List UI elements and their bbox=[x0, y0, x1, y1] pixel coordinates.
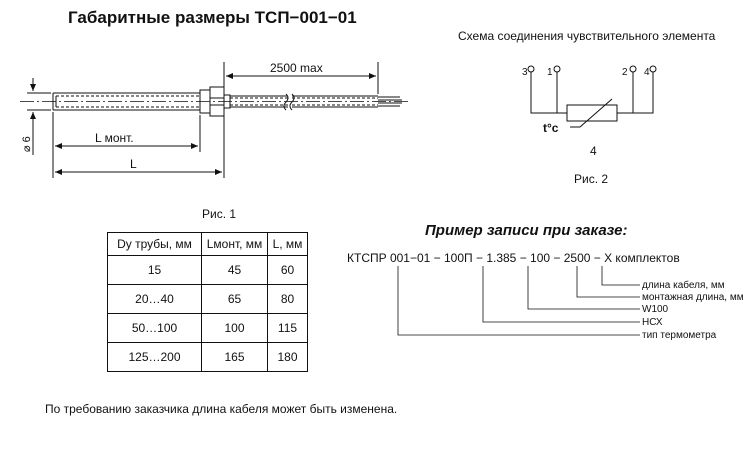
sensor-drawing bbox=[20, 62, 410, 178]
table-row: 15 45 60 bbox=[107, 255, 308, 285]
footer-note: По требованию заказчика длина кабеля мож… bbox=[45, 402, 398, 416]
dim-l-label: L bbox=[130, 157, 137, 171]
table-cell: 125…200 bbox=[107, 342, 202, 372]
document-title: Габаритные размеры ТСП−001−01 bbox=[68, 8, 357, 27]
table-cell: 15 bbox=[107, 255, 202, 285]
table-cell: 165 bbox=[201, 342, 268, 372]
table-cell: 50…100 bbox=[107, 313, 202, 343]
temp-label: t°c bbox=[543, 121, 559, 135]
legend-mount-length: монтажная длина, мм bbox=[642, 292, 744, 303]
table-row: 20…40 65 80 bbox=[107, 284, 308, 314]
terminal-3-label: 3 bbox=[522, 67, 528, 78]
table-cell: 80 bbox=[267, 284, 308, 314]
legend-thermometer-type: тип термометра bbox=[642, 330, 717, 341]
table-cell: 45 bbox=[201, 255, 268, 285]
sensing-element bbox=[566, 104, 618, 122]
terminal-4 bbox=[649, 65, 657, 73]
dim-diameter-label: ⌀ 6 bbox=[21, 136, 33, 152]
connection-schematic bbox=[527, 65, 657, 128]
table-header-row: Dy трубы, мм Lмонт, мм L, мм bbox=[107, 232, 308, 256]
dim-cable-label: 2500 max bbox=[270, 61, 323, 75]
terminal-4-label: 4 bbox=[644, 67, 650, 78]
dim-lmount-label: L монт. bbox=[95, 131, 134, 145]
table-cell: 60 bbox=[267, 255, 308, 285]
dimensions-table: Dy трубы, мм Lмонт, мм L, мм 15 45 60 20… bbox=[107, 232, 308, 372]
legend-nsh: НСХ bbox=[642, 317, 663, 328]
fig2-title: Схема соединения чувствительного элемент… bbox=[458, 29, 716, 43]
table-cell: 180 bbox=[267, 342, 308, 372]
thermistor-slash bbox=[570, 98, 613, 128]
table-cell: 65 bbox=[201, 284, 268, 314]
terminal-3 bbox=[527, 65, 535, 73]
table-row: 50…100 100 115 bbox=[107, 313, 308, 343]
fig1-caption: Рис. 1 bbox=[202, 207, 236, 221]
legend-cable-length: длина кабеля, мм bbox=[642, 279, 725, 291]
terminal-1-label: 1 bbox=[547, 67, 553, 78]
header-dy: Dy трубы, мм bbox=[107, 232, 202, 256]
header-l: L, мм bbox=[267, 232, 308, 256]
table-cell: 20…40 bbox=[107, 284, 202, 314]
element-number: 4 bbox=[590, 144, 597, 158]
legend-w100: W100 bbox=[642, 304, 669, 315]
table-row: 125…200 165 180 bbox=[107, 342, 308, 372]
order-title: Пример записи при заказе: bbox=[425, 222, 628, 239]
order-leader-lines bbox=[397, 266, 640, 336]
table-cell: 115 bbox=[267, 313, 308, 343]
terminal-1 bbox=[553, 65, 561, 73]
order-example: КТСПР 001−01 − 100П − 1.385 − 100 − 2500… bbox=[347, 251, 680, 265]
table-cell: 100 bbox=[201, 313, 268, 343]
header-lmount: Lмонт, мм bbox=[201, 232, 268, 256]
terminal-2 bbox=[629, 65, 637, 73]
cable bbox=[230, 93, 402, 111]
terminal-2-label: 2 bbox=[622, 67, 628, 78]
fig2-caption: Рис. 2 bbox=[574, 172, 608, 186]
